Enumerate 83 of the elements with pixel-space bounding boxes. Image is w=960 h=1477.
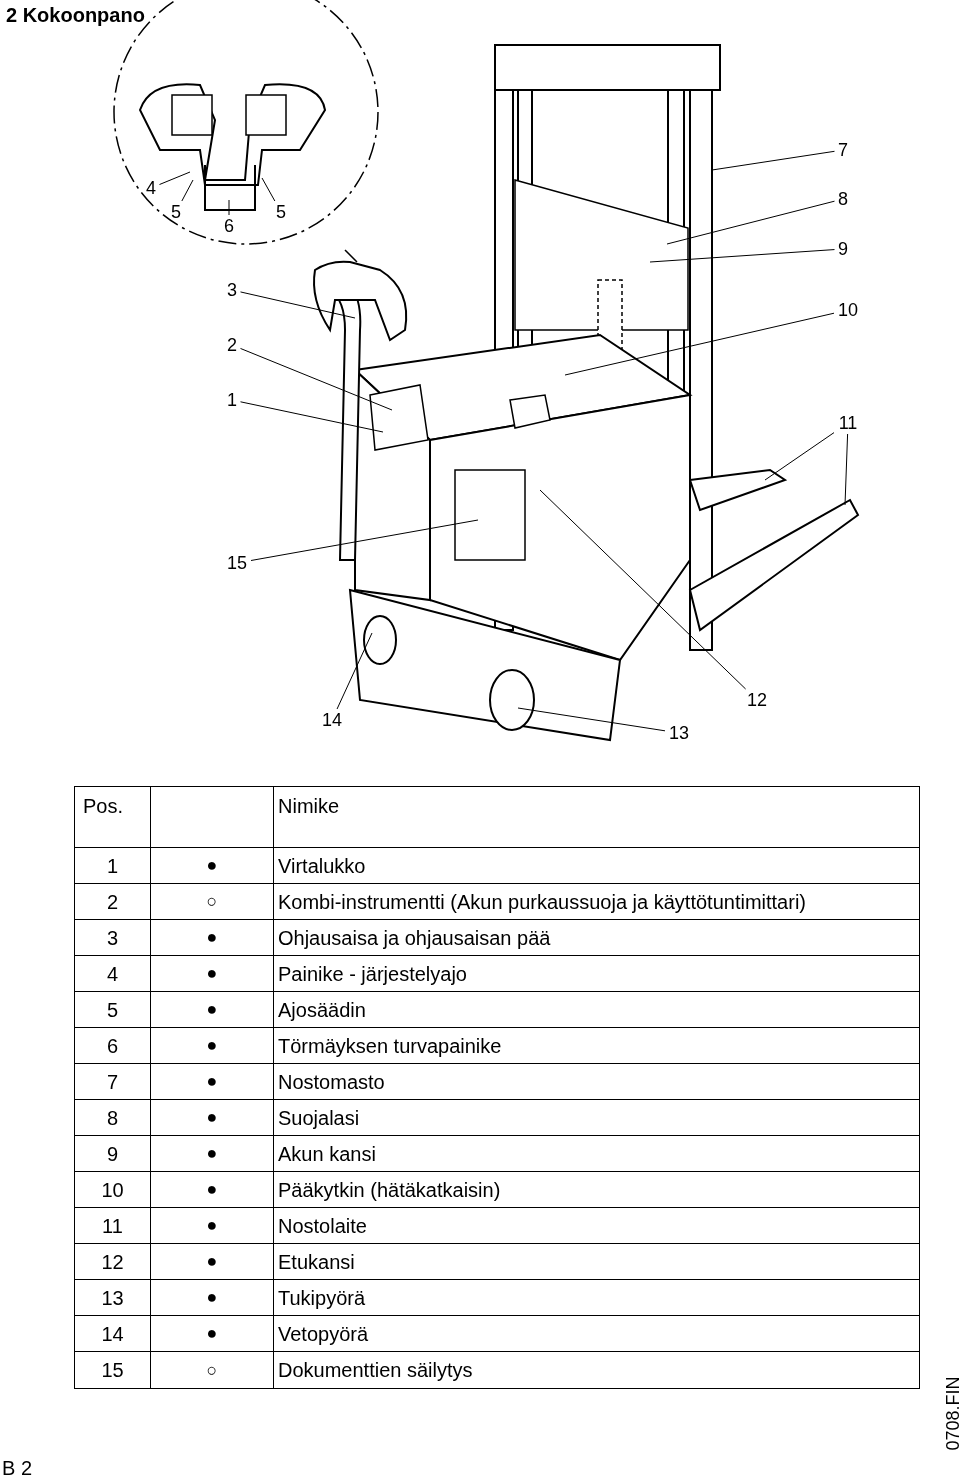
table-cell: 11 [75,1208,151,1243]
callout-number: 13 [668,722,690,744]
leader-line [649,249,835,263]
leader-line [711,150,835,171]
leader-line [250,519,479,561]
leader-line [240,291,356,319]
leader-line [240,401,384,433]
status-mark: ○ [151,884,274,919]
status-mark: ● [151,1100,274,1135]
table-cell-text: Etukansi [277,1249,356,1275]
leader-line [336,632,373,710]
table-cell-text: Pääkytkin (hätäkatkaisin) [277,1177,502,1203]
callout-number: 4 [145,177,157,199]
document-code: 0708.FIN [941,1375,960,1453]
table-cell: 5 [75,992,151,1027]
leader-line [159,171,191,185]
table-cell-text: Nostolaite [277,1213,368,1239]
table-cell-text: Akun kansi [277,1141,377,1167]
callout-number: 8 [837,188,849,210]
status-mark: ● [151,1172,274,1207]
table-cell-text: Kombi-instrumentti (Akun purkaussuoja ja käyttötuntimittari) [277,889,807,915]
status-mark: ● [151,1064,274,1099]
callout-number: 9 [837,238,849,260]
leader-line [764,432,835,481]
table-cell: 4 [75,956,151,991]
callout-number: 14 [321,709,343,731]
status-mark: ● [151,992,274,1027]
table-cell-text: Ajosäädin [277,997,367,1023]
table-cell: 12 [75,1244,151,1279]
callout-number: 2 [226,334,238,356]
status-mark: ● [151,1208,274,1243]
callout-number: 5 [275,201,287,223]
table-cell-text: Suojalasi [277,1105,361,1131]
page-number: B 2 [2,1456,33,1477]
table-cell: 2 [75,884,151,919]
status-mark: ● [151,1316,274,1351]
table-cell: 13 [75,1280,151,1315]
leader-line [240,347,393,411]
leader-line [539,489,747,690]
status-mark: ● [151,848,274,883]
table-cell: 3 [75,920,151,955]
table-cell-text: Ohjausaisa ja ohjausaisan pää [277,925,552,951]
callout-number: 5 [170,201,182,223]
leader-line [666,200,835,245]
table-cell: 14 [75,1316,151,1351]
table-cell-text: Tukipyörä [277,1285,367,1311]
table-cell: 7 [75,1064,151,1099]
table-cell: 9 [75,1136,151,1171]
column-header: Nimike [277,794,341,819]
callout-number: 12 [746,689,768,711]
leader-line [261,177,276,202]
table-cell: 10 [75,1172,151,1207]
table-cell: 8 [75,1100,151,1135]
callout-number: 7 [837,139,849,161]
status-mark: ● [151,920,274,955]
table-cell-text: Dokumenttien säilytys [277,1358,474,1383]
leader-line [181,179,194,202]
table-cell-text: Nostomasto [277,1069,386,1095]
callout-number: 10 [837,299,859,321]
status-mark: ● [151,1280,274,1315]
leader-line [517,707,666,732]
leader-line [228,199,230,216]
status-mark: ● [151,1136,274,1171]
table-cell-text: Vetopyörä [277,1321,370,1347]
section-title: 2 Kokoonpano [6,3,145,28]
status-mark: ● [151,1244,274,1279]
column-header: Pos. [75,787,151,847]
status-mark: ○ [151,1352,274,1388]
status-mark: ● [151,956,274,991]
table-cell: 1 [75,848,151,883]
table-cell: 6 [75,1028,151,1063]
callout-number: 6 [223,215,235,237]
status-mark: ● [151,1028,274,1063]
callout-number: 11 [837,412,859,434]
callout-number: 1 [226,389,238,411]
callout-number: 3 [226,279,238,301]
leader-line [564,312,835,376]
leader-line [844,433,849,506]
table-cell-text: Törmäyksen turvapainike [277,1033,503,1059]
callout-number: 15 [226,552,248,574]
table-cell-text: Painike - järjestelyajo [277,961,468,987]
table-cell-text: Virtalukko [277,853,367,879]
table-cell: 15 [75,1352,151,1388]
